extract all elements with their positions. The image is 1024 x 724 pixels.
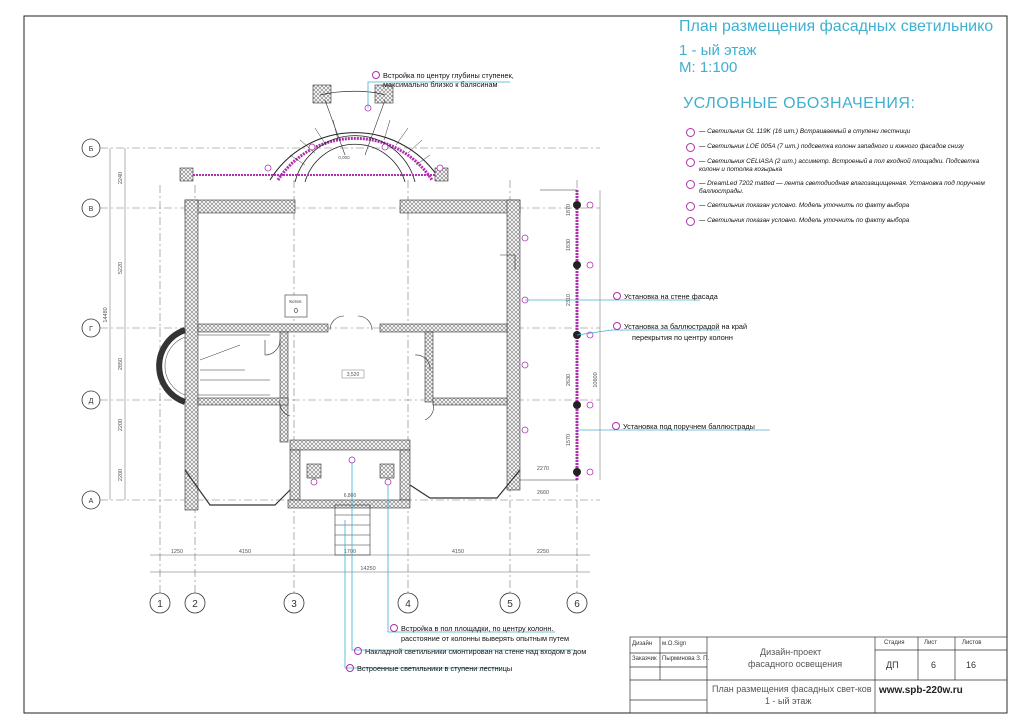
top-area: 0,000 xyxy=(338,155,350,160)
porch-area: 6,800 xyxy=(344,493,357,499)
website-url: www.spb-220w.ru xyxy=(879,685,963,696)
fixture-marker-icon xyxy=(686,128,695,137)
fixture-marker-icon xyxy=(686,158,695,167)
fixture-marker-icon xyxy=(354,647,362,655)
fixture-marker-icon xyxy=(390,624,398,632)
fixture-marker-icon xyxy=(686,143,695,152)
axis-row-label: В xyxy=(89,206,94,213)
dim-label: 2240 xyxy=(118,172,124,184)
dim-label: 1830 xyxy=(566,239,572,251)
dim-label: 1250 xyxy=(171,549,183,555)
page-title: План размещения фасадных светильнико xyxy=(679,18,994,35)
annotation-top: Встройка по центру глубины ступенек, мак… xyxy=(372,71,523,89)
fixture-marker-icon xyxy=(346,664,354,672)
stage-value: ДП xyxy=(886,660,899,670)
annotation-balustrade-line2: перекрытия по центру колонн xyxy=(632,333,733,342)
floor-label: 1 - ый этаж xyxy=(679,42,757,59)
dim-label: 1570 xyxy=(566,434,572,446)
plan-title: План размещения фасадных свет-ков xyxy=(712,684,872,694)
front-stairs-arc xyxy=(179,84,449,183)
axis-col-label: 5 xyxy=(507,599,513,610)
project-title: Дизайн-проект xyxy=(760,647,822,657)
dim-label: 1870 xyxy=(566,204,572,216)
dim-label: 2630 xyxy=(566,374,572,386)
axis-col-label: 6 xyxy=(574,599,580,610)
fixture-marker-icon xyxy=(613,292,621,300)
legend-item: — Светильник показан условно. Модель уто… xyxy=(686,217,986,226)
dim-label: 2200 xyxy=(118,469,124,481)
sheet-value: 6 xyxy=(931,660,937,670)
stage-header: Стадия xyxy=(884,640,905,646)
dim-label: 10600 xyxy=(593,372,599,387)
fixture-marker-icon xyxy=(686,202,695,211)
dim-label: 4150 xyxy=(239,549,251,555)
axis-row-label: А xyxy=(89,498,94,505)
axis-row-label: Б xyxy=(89,146,94,153)
annotation-balustrade: Установка за баллюстрадой на край xyxy=(613,322,747,331)
scale-label: М: 1:100 xyxy=(679,59,738,76)
legend-item: — Светильник GL 119K (16 шт.) Встраиваем… xyxy=(686,128,986,137)
legend-item: — Светильник показан условно. Модель уто… xyxy=(686,202,986,211)
axis-col-label: 4 xyxy=(405,599,411,610)
dim-label: 2200 xyxy=(118,419,124,431)
designer-name: м.О.Sign xyxy=(662,641,687,647)
legend-item: — Светильник CELIASA (2 шт.) ассиметр. В… xyxy=(686,158,986,174)
dim-label: 4150 xyxy=(452,549,464,555)
legend-heading: УСЛОВНЫЕ ОБОЗНАЧЕНИЯ: xyxy=(683,95,916,112)
fixture-marker-icon xyxy=(372,71,380,79)
axis-col-label: 3 xyxy=(291,599,297,610)
sheets-value: 16 xyxy=(966,660,977,670)
dim-label: 14480 xyxy=(103,307,109,322)
boiler-label: Котел. xyxy=(289,299,302,304)
legend: — Светильник GL 119K (16 шт.) Встраиваем… xyxy=(686,128,986,232)
fixture-marker-icon xyxy=(686,217,695,226)
role-client: Заказчик xyxy=(632,656,657,662)
axis-row-label: Г xyxy=(89,326,93,333)
annotation-handrail: Установка под поручнем баллюстрады xyxy=(612,422,755,431)
role-design: Дизайн xyxy=(632,641,653,647)
annotation-steps: Встроенные светильники в ступени лестниц… xyxy=(346,664,512,673)
fixture-marker-icon xyxy=(612,422,620,430)
dim-label: 2660 xyxy=(537,490,549,496)
axis-col-label: 1 xyxy=(157,599,163,610)
dim-label: 2250 xyxy=(537,549,549,555)
legend-item: — Светильник LOE 005A (7 шт.) подсветка … xyxy=(686,143,986,152)
fixture-marker-icon xyxy=(613,322,621,330)
annotation-floor-line2: расстояние от колонны выверять опытным п… xyxy=(401,634,569,643)
fixture-marker-icon xyxy=(686,180,695,189)
sheet-header: Лист xyxy=(924,640,938,646)
dim-label: 2850 xyxy=(118,358,124,370)
annotation-wall-entry: Накладной светильники смонтирован на сте… xyxy=(354,647,586,656)
dim-label: 5220 xyxy=(118,262,124,274)
client-name: Пырминова З. П. xyxy=(662,656,710,662)
dim-label: 14250 xyxy=(360,566,375,572)
plan-subtitle: 1 - ый этаж xyxy=(765,696,812,706)
axis-row-label: Д xyxy=(89,398,94,405)
dim-label: 2270 xyxy=(537,466,549,472)
annotation-facade-wall: Установка на стене фасада xyxy=(613,292,718,301)
hall-area: 3,520 xyxy=(347,372,360,378)
legend-item: — DreamLed 7202 matted — лента светодиод… xyxy=(686,180,986,196)
annotation-floor: Встройка в пол площадки, по центру колон… xyxy=(390,624,553,633)
boiler-number: 0 xyxy=(294,308,298,315)
sheets-header: Листов xyxy=(962,640,982,646)
project-subtitle: фасадного освещения xyxy=(748,659,843,669)
dim-label: 1700 xyxy=(344,549,356,555)
axis-col-label: 2 xyxy=(192,599,198,610)
building-walls xyxy=(184,199,521,511)
